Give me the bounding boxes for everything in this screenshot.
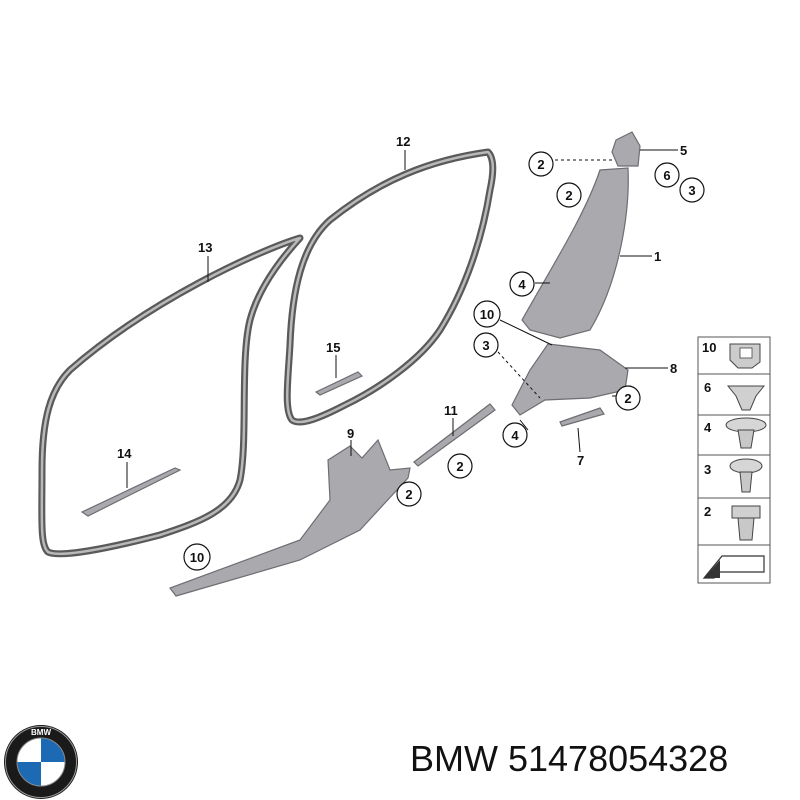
svg-text:2: 2 bbox=[456, 459, 463, 474]
door-seal-13 bbox=[38, 234, 304, 558]
fastener-legend: 10 6 4 3 2 bbox=[697, 336, 771, 584]
legend-num-2: 2 bbox=[704, 504, 711, 519]
part-number-caption: BMW 51478054328 bbox=[410, 738, 729, 779]
callout-13: 13 bbox=[198, 240, 212, 255]
bmw-logo: BMW bbox=[4, 725, 78, 799]
legend-num-3: 3 bbox=[704, 462, 711, 477]
sill-trim-9 bbox=[169, 438, 411, 597]
svg-text:BMW: BMW bbox=[31, 728, 51, 737]
bracket-5 bbox=[611, 131, 641, 167]
trim-strip-7 bbox=[559, 407, 605, 427]
lower-pillar-trim-8 bbox=[511, 343, 629, 416]
callout-8: 8 bbox=[670, 361, 677, 376]
circled-callout-2a: 2 bbox=[528, 151, 554, 177]
svg-text:2: 2 bbox=[565, 188, 572, 203]
callout-7: 7 bbox=[577, 453, 584, 468]
callout-1: 1 bbox=[654, 249, 661, 264]
svg-text:4: 4 bbox=[518, 277, 526, 292]
svg-text:2: 2 bbox=[405, 487, 412, 502]
svg-text:10: 10 bbox=[480, 307, 494, 322]
circled-callout-2d: 2 bbox=[615, 385, 641, 411]
circled-callout-2e: 2 bbox=[396, 481, 422, 507]
svg-text:3: 3 bbox=[482, 338, 489, 353]
circled-callout-2b: 2 bbox=[556, 182, 582, 208]
circled-callout-10a: 10 bbox=[183, 543, 211, 571]
svg-text:6: 6 bbox=[663, 168, 670, 183]
clip-10-icon bbox=[729, 343, 761, 369]
svg-text:2: 2 bbox=[624, 391, 631, 406]
callout-14: 14 bbox=[117, 446, 132, 461]
legend-num-6: 6 bbox=[704, 380, 711, 395]
orientation-arrow-icon bbox=[702, 555, 765, 579]
callout-15: 15 bbox=[326, 340, 340, 355]
clip-2-icon bbox=[731, 505, 761, 541]
circled-callout-2c: 2 bbox=[447, 453, 473, 479]
leader-lines bbox=[126, 149, 678, 488]
circled-callout-3b: 3 bbox=[473, 332, 499, 358]
circled-callout-4b: 4 bbox=[502, 422, 528, 448]
circled-callout-2f: 2 bbox=[0, 0, 4, 3]
svg-text:3: 3 bbox=[688, 183, 695, 198]
trim-strip-11 bbox=[413, 403, 496, 467]
circled-callout-4a: 4 bbox=[509, 271, 535, 297]
svg-text:2: 2 bbox=[537, 157, 544, 172]
circled-callout-3a: 3 bbox=[679, 177, 705, 203]
circled-callout-10b: 10 bbox=[473, 300, 501, 328]
pillar-trim-1 bbox=[521, 131, 641, 339]
svg-text:4: 4 bbox=[511, 428, 519, 443]
clip-4-icon bbox=[725, 417, 767, 449]
clip-6-icon bbox=[726, 385, 766, 411]
clip-3-icon bbox=[729, 458, 763, 493]
callout-12: 12 bbox=[396, 134, 410, 149]
legend-num-4: 4 bbox=[704, 420, 712, 435]
trim-strip-14 bbox=[80, 467, 182, 517]
circled-callout-6: 6 bbox=[654, 162, 680, 188]
trim-strip-15 bbox=[314, 371, 364, 396]
callout-9: 9 bbox=[347, 426, 354, 441]
callout-5: 5 bbox=[680, 143, 687, 158]
legend-num-10: 10 bbox=[702, 340, 716, 355]
door-seal-12 bbox=[283, 148, 497, 426]
svg-text:10: 10 bbox=[190, 550, 204, 565]
callout-11: 11 bbox=[444, 403, 458, 418]
